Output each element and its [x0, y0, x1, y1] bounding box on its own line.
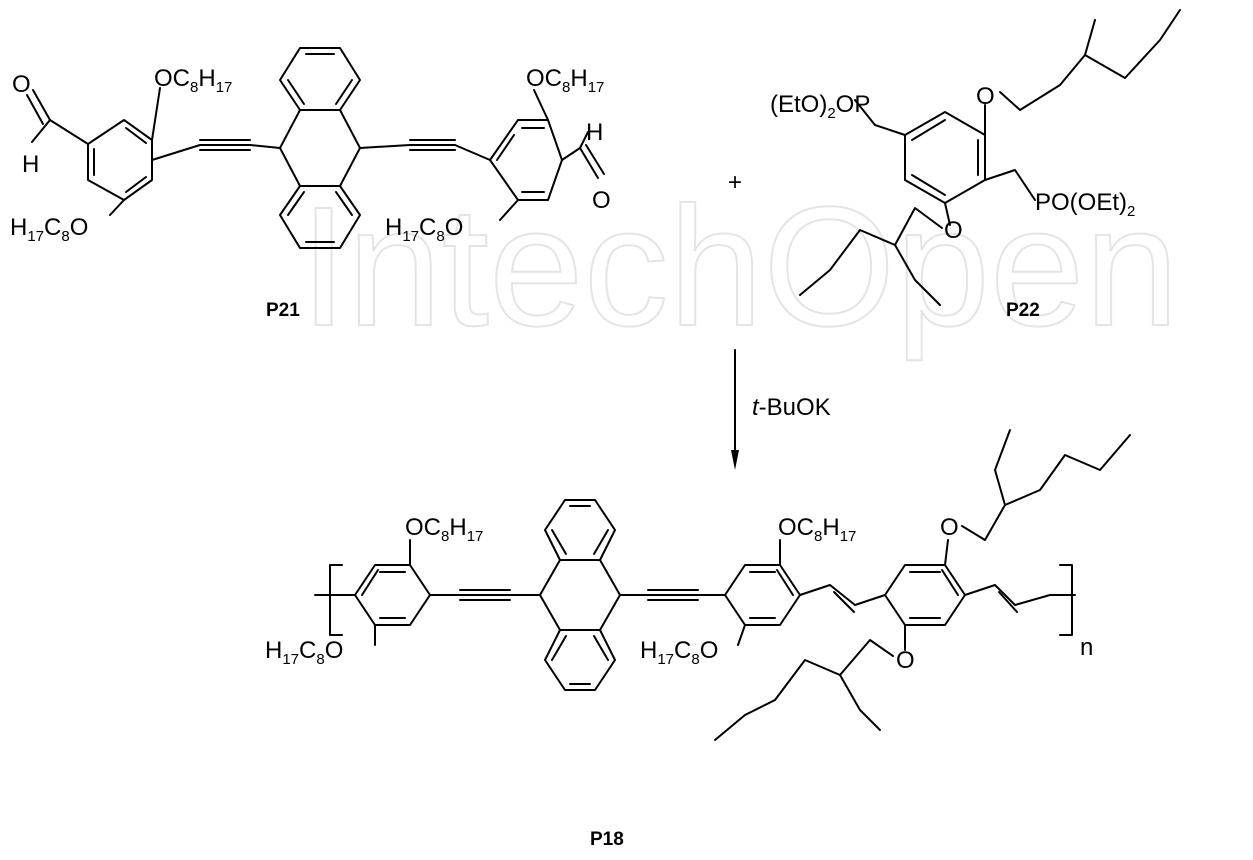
ether-oxygen-bottom: O	[896, 647, 915, 674]
compound-label-p18: P18	[590, 829, 624, 850]
octyloxy-label: H17C8O	[265, 637, 343, 668]
phosphonate-label-right: PO(OEt)2	[1035, 189, 1135, 220]
octyloxy-label: OC8H17	[778, 514, 856, 545]
alkyne-left	[151, 139, 281, 161]
ether-oxygen-top: O	[976, 83, 995, 110]
compound-label-p21: P21	[266, 300, 300, 321]
octyloxy-label: H17C8O	[10, 214, 88, 245]
watermark-text: IntechOpen	[300, 172, 1179, 362]
molecule-p21: O H OC8H17 H17C8O	[10, 47, 611, 249]
aldehyde-oxygen-left: O	[12, 71, 31, 98]
compound-label-p22: P22	[1006, 300, 1040, 321]
reaction-arrow	[731, 349, 739, 470]
octyloxy-label: OC8H17	[154, 65, 232, 96]
phosphonate-label-left: (EtO)2OP	[770, 91, 870, 122]
anthracene-core	[279, 47, 361, 249]
alkyne-right	[359, 139, 491, 161]
aldehyde-oxygen-right: O	[592, 187, 611, 214]
ether-oxygen-bottom: O	[944, 217, 963, 244]
molecule-p18: OC8H17 H17C8O OC8H17 H17C8O	[265, 429, 1131, 741]
ether-oxygen-top: O	[940, 514, 959, 541]
reagent-label: t-BuOK	[752, 394, 831, 421]
aldehyde-hydrogen-right: H	[586, 119, 603, 146]
molecule-p22: O (EtO)2OP PO(OEt)2 O	[770, 9, 1181, 306]
octyloxy-label: OC8H17	[405, 514, 483, 545]
repeat-unit-n: n	[1080, 634, 1093, 661]
plus-sign: +	[728, 169, 742, 196]
octyloxy-label: H17C8O	[640, 637, 718, 668]
benzene-ring-left	[87, 119, 153, 201]
octyloxy-label: OC8H17	[526, 65, 604, 96]
octyloxy-label: H17C8O	[385, 214, 463, 245]
aldehyde-hydrogen-left: H	[22, 151, 39, 178]
